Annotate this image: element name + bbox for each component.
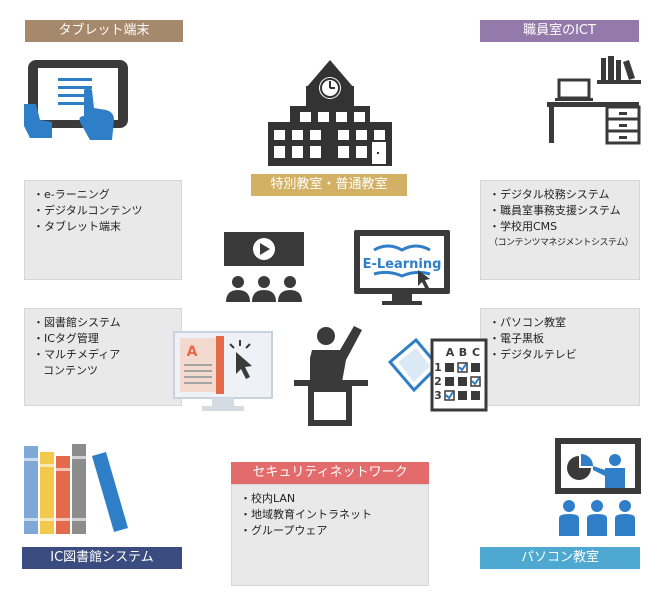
svg-text:A: A [187, 344, 198, 360]
office-desk-icon [547, 56, 641, 145]
list-item: ・e-ラーニング [33, 188, 110, 201]
staff-info-box: ・デジタル校務システム ・職員室事務支援システム ・学校用CMS （コンテンツマ… [480, 180, 640, 280]
list-item: （コンテンツマネジメントシステム） [489, 238, 634, 248]
label-pc-room: パソコン教室 [480, 547, 640, 569]
checklist-letter: B [459, 346, 467, 359]
list-item: ・校内LAN [240, 492, 296, 505]
list-item: ・デジタルテレビ [489, 348, 577, 361]
security-info-box: ・校内LAN ・地域教育イントラネット ・グループウェア [231, 484, 429, 586]
label-staff-ict: 職員室のICT [480, 20, 639, 42]
pc-info-box: ・パソコン教室 ・電子黒板 ・デジタルテレビ [480, 308, 640, 406]
checklist-number: 3 [434, 389, 442, 402]
library-info-box: ・図書館システム ・ICタグ管理 ・マルチメディア コンテンツ [24, 308, 182, 406]
books-icon [24, 444, 128, 534]
list-item: コンテンツ [43, 364, 98, 377]
digital-book-icon: A [173, 331, 273, 411]
checklist-icon: A B C 1 2 3 [388, 337, 488, 412]
list-item: ・電子黒板 [489, 332, 544, 345]
presentation-class-icon [555, 438, 641, 536]
checklist-number: 2 [434, 375, 442, 388]
list-item: ・学校用CMS [489, 220, 558, 233]
checklist-number: 1 [434, 361, 442, 374]
list-item: ・職員室事務支援システム [489, 204, 621, 217]
video-classroom-icon [224, 232, 304, 302]
elearning-text: E-Learning [363, 257, 442, 272]
list-item: ・地域教育イントラネット [240, 508, 372, 521]
list-item: ・タブレット端末 [33, 220, 121, 233]
school-building-icon [268, 60, 392, 166]
label-ic-library: IC図書館システム [22, 547, 182, 569]
tablet-icon [24, 60, 128, 140]
elearning-monitor-icon: E-Learning [354, 230, 450, 305]
list-item: ・グループウェア [240, 524, 328, 537]
list-item: ・図書館システム [33, 316, 121, 329]
list-item: ・ICタグ管理 [33, 332, 99, 345]
tablet-info-box: ・e-ラーニング ・デジタルコンテンツ ・タブレット端末 [24, 180, 182, 280]
label-classroom: 特別教室・普通教室 [251, 174, 407, 196]
checklist-letter: A [446, 346, 455, 359]
list-item: ・デジタルコンテンツ [33, 204, 143, 217]
label-security-network: セキュリティネットワーク [231, 462, 429, 484]
checklist-letter: C [472, 346, 480, 359]
label-tablet: タブレット端末 [25, 20, 183, 42]
list-item: ・パソコン教室 [489, 316, 566, 329]
teacher-icon [294, 326, 368, 426]
list-item: ・デジタル校務システム [489, 188, 610, 201]
list-item: ・マルチメディア [33, 348, 121, 361]
